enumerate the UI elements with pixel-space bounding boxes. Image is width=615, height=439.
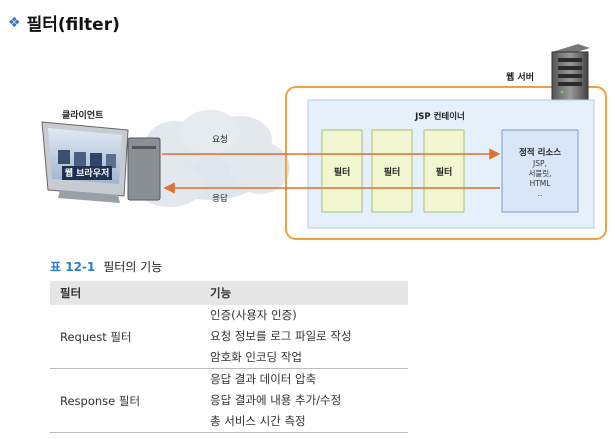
static-resource-title: 정적 리소스 — [519, 147, 561, 158]
function-item: 총 서비스 시간 측정 — [210, 414, 306, 428]
table-header-function: 기능 — [200, 281, 408, 305]
static-resource-line-1: JSP, — [532, 159, 547, 168]
jsp-container-label: JSP 컨테이너 — [414, 111, 465, 122]
table-header-row: 필터 기능 — [50, 281, 408, 305]
response-label: 응답 — [212, 193, 228, 204]
web-server-box — [285, 86, 607, 240]
table-cell-functions: 응답 결과 데이터 압축 응답 결과에 내용 추가/수정 총 서비스 시간 측정 — [200, 368, 408, 433]
browser-label: 웹 브라우저 — [65, 167, 110, 179]
function-item: 응답 결과 데이터 압축 — [210, 372, 317, 386]
client-computer-icon — [41, 121, 161, 203]
filter-box-1 — [321, 129, 363, 213]
static-resource-box — [501, 129, 579, 213]
table-cell-name: Response 필터 — [50, 368, 200, 433]
table-row: Response 필터 응답 결과 데이터 압축 응답 결과에 내용 추가/수정… — [50, 368, 408, 433]
filter-diagram: 클라이언트 웹 브라우저 웹 서버 JSP 컨테이너 필터 필터 필터 정적 리… — [41, 44, 607, 240]
filter-function-table: 필터 기능 Request 필터 인증(사용자 인증) 요청 정보를 로그 파일… — [50, 281, 408, 433]
table-cell-functions: 인증(사용자 인증) 요청 정보를 로그 파일로 작성 암호화 인코딩 작업 — [200, 305, 408, 369]
table-cell-name: Request 필터 — [50, 305, 200, 369]
function-item: 요청 정보를 로그 파일로 작성 — [210, 329, 352, 343]
request-label: 요청 — [212, 135, 228, 145]
table-header-filter: 필터 — [50, 281, 200, 305]
function-item: 암호화 인코딩 작업 — [210, 350, 302, 364]
client-label: 클라이언트 — [62, 109, 104, 121]
browser-label-bg — [62, 166, 112, 180]
function-item: 인증(사용자 인증) — [210, 308, 297, 322]
table-caption-number: 표 12-1 — [50, 260, 96, 274]
filter-label-3: 필터 — [436, 166, 453, 178]
filter-label-2: 필터 — [384, 166, 401, 178]
static-resource-line-2: 서블릿, — [528, 168, 551, 178]
table-row: Request 필터 인증(사용자 인증) 요청 정보를 로그 파일로 작성 암… — [50, 305, 408, 369]
table-caption-text: 필터의 기능 — [103, 260, 163, 274]
filter-box-2 — [371, 129, 413, 213]
filter-box-3 — [423, 129, 465, 213]
diamond-bullet-icon: ❖ — [8, 14, 21, 31]
table-caption: 표 12-1 필터의 기능 — [50, 258, 162, 275]
static-resource-line-4: .. — [538, 189, 543, 198]
function-item: 응답 결과에 내용 추가/수정 — [210, 393, 342, 407]
page-title-text: 필터(filter) — [26, 15, 120, 35]
page-title: ❖ 필터(filter) — [8, 10, 120, 36]
web-server-label: 웹 서버 — [506, 71, 534, 83]
server-icon — [551, 44, 590, 101]
static-resource-line-3: HTML — [530, 179, 552, 188]
filter-label-1: 필터 — [334, 166, 351, 178]
